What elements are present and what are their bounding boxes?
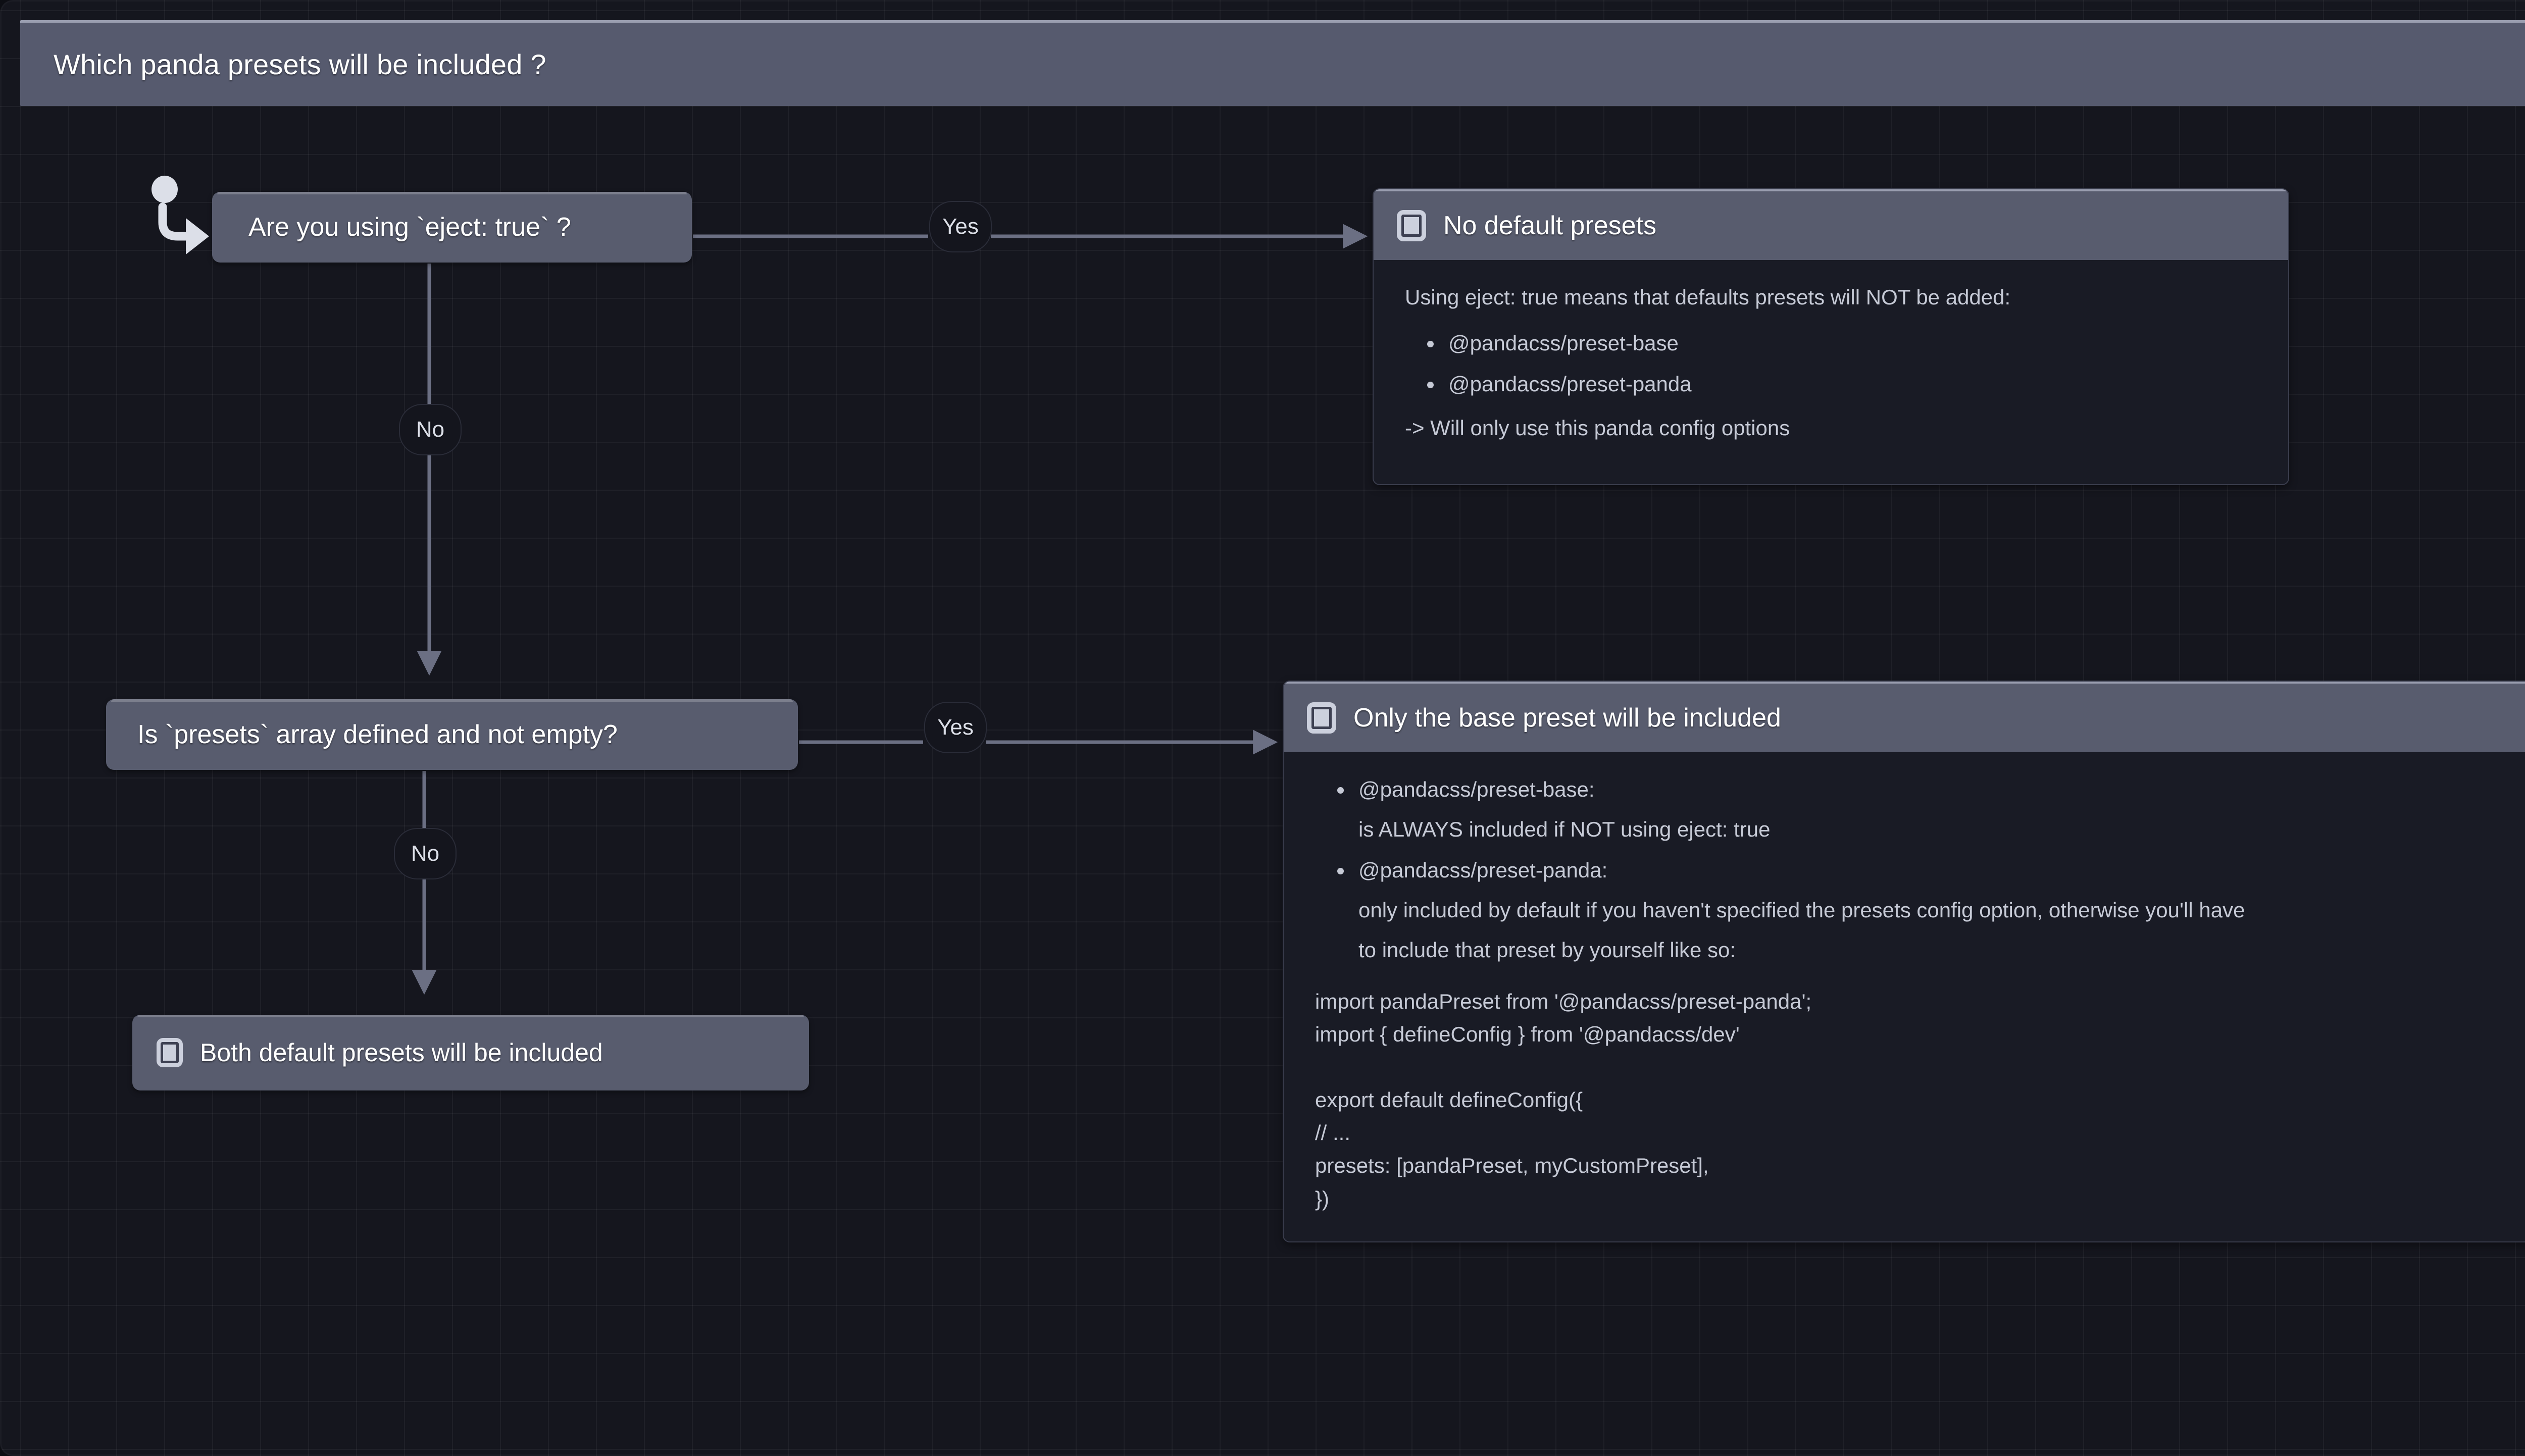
list-item-desc-line1: only included by default if you haven't … — [1358, 898, 2245, 922]
list-item-desc: is ALWAYS included if NOT using eject: t… — [1358, 817, 1771, 841]
list-item-desc-line2: to include that preset by yourself like … — [1358, 938, 1736, 962]
note-icon — [1307, 702, 1336, 734]
node-presets-question[interactable]: Is `presets` array defined and not empty… — [106, 699, 798, 770]
edge-label-no-presets[interactable]: No — [394, 828, 457, 879]
node-presets-label: Is `presets` array defined and not empty… — [137, 720, 618, 749]
list-item: @pandacss/preset-base — [1443, 327, 2257, 359]
note-icon — [157, 1038, 183, 1067]
start-dot-icon — [152, 176, 178, 203]
card-footer-text: -> Will only use this panda config optio… — [1405, 416, 1790, 440]
node-eject-label: Are you using `eject: true` ? — [248, 213, 571, 242]
node-both-default-presets[interactable]: Both default presets will be included — [132, 1015, 809, 1090]
page-title: Which panda presets will be included ? — [54, 48, 546, 80]
note-icon — [1397, 210, 1426, 241]
card-header: No default presets — [1374, 189, 2288, 260]
list-item: @pandacss/preset-panda: only included by… — [1353, 854, 2525, 966]
start-marker[interactable] — [152, 176, 207, 231]
node-highlight — [111, 699, 793, 702]
node-both-label: Both default presets will be included — [200, 1038, 603, 1067]
card-bullet-list: @pandacss/preset-base @pandacss/preset-p… — [1405, 327, 2257, 400]
edge-label-yes-eject[interactable]: Yes — [929, 201, 992, 252]
card-body: @pandacss/preset-base: is ALWAYS include… — [1284, 752, 2525, 1241]
node-highlight — [217, 192, 687, 194]
node-highlight — [137, 1015, 804, 1017]
code-snippet: import pandaPreset from '@pandacss/prese… — [1315, 990, 1812, 1211]
card-header: Only the base preset will be included — [1284, 682, 2525, 752]
list-item: @pandacss/preset-panda — [1443, 368, 2257, 400]
flow-title-bar: Which panda presets will be included ? — [20, 20, 2525, 106]
list-item-term: @pandacss/preset-panda: — [1358, 858, 1608, 882]
edge-label-no-eject[interactable]: No — [399, 404, 462, 455]
card-title: No default presets — [1443, 211, 1657, 240]
edge-label-yes-presets[interactable]: Yes — [924, 702, 987, 753]
card-title: Only the base preset will be included — [1353, 703, 1781, 733]
card-body: Using eject: true means that defaults pr… — [1374, 260, 2288, 484]
list-item: @pandacss/preset-base: is ALWAYS include… — [1353, 773, 2525, 845]
card-only-base-preset[interactable]: Only the base preset will be included @p… — [1283, 681, 2525, 1242]
card-no-default-presets[interactable]: No default presets Using eject: true mea… — [1373, 188, 2289, 485]
card-intro-text: Using eject: true means that defaults pr… — [1405, 285, 2011, 309]
list-item-term: @pandacss/preset-base: — [1358, 777, 1595, 801]
node-eject-question[interactable]: Are you using `eject: true` ? — [212, 192, 692, 263]
card-bullet-list: @pandacss/preset-base: is ALWAYS include… — [1315, 773, 2525, 966]
